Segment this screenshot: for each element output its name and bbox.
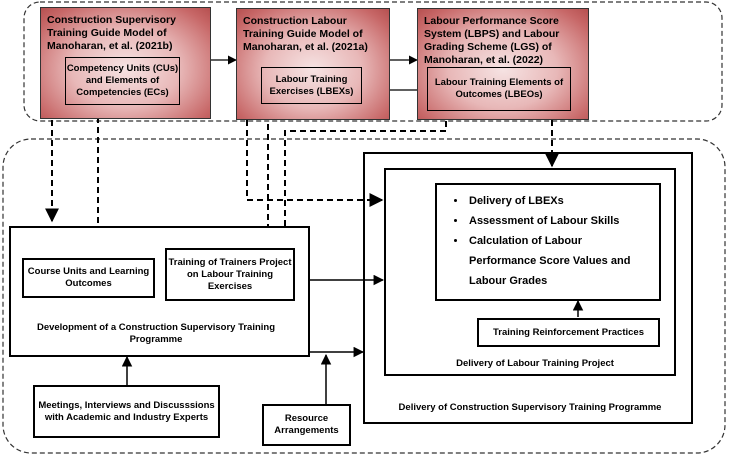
- activity-delivery-lbex: Delivery of LBEXs: [467, 191, 651, 211]
- course-units-box: Course Units and Learning Outcomes: [22, 258, 155, 298]
- reinforcement-box: Training Reinforcement Practices: [477, 318, 660, 347]
- labour-model-title: Construction Labour Training Guide Model…: [243, 15, 368, 53]
- activity-calculation: Calculation of Labour Performance Score …: [467, 231, 651, 291]
- lbeo-box: Labour Training Elements of Outcomes (LB…: [427, 67, 571, 111]
- trainers-project-box: Training of Trainers Project on Labour T…: [165, 248, 295, 301]
- trainers-project-label: Training of Trainers Project on Labour T…: [168, 256, 292, 292]
- reinforcement-label: Training Reinforcement Practices: [493, 326, 644, 338]
- top-dashed-group: [23, 1, 723, 122]
- programme-delivery-frame: [363, 152, 693, 424]
- delivery-activities-box: Delivery of LBEXs Assessment of Labour S…: [435, 183, 661, 301]
- bottom-dashed-group: [2, 138, 726, 454]
- dashed-labour-to-delivery: [246, 120, 384, 207]
- lbex-box: Labour Training Exercises (LBEXs): [261, 67, 362, 104]
- competency-units-label: Competency Units (CUs) and Elements of C…: [66, 63, 179, 98]
- supervisory-model-box: Construction Supervisory Training Guide …: [40, 7, 211, 119]
- supervisory-model-title: Construction Supervisory Training Guide …: [47, 14, 176, 52]
- project-delivery-frame: [384, 168, 676, 376]
- course-units-label: Course Units and Learning Outcomes: [27, 266, 150, 289]
- project-delivery-label: Delivery of Labour Training Project: [456, 358, 614, 369]
- lbeo-label: Labour Training Elements of Outcomes (LB…: [434, 77, 564, 100]
- resources-label: Resource Arrangements: [274, 413, 339, 436]
- lbps-model-box: Labour Performance Score System (LBPS) a…: [417, 8, 589, 120]
- activity-assessment: Assessment of Labour Skills: [467, 211, 651, 231]
- delivery-activities-list: Delivery of LBEXs Assessment of Labour S…: [445, 191, 651, 291]
- programme-delivery-label: Delivery of Construction Supervisory Tra…: [398, 402, 662, 413]
- lbps-model-title: Labour Performance Score System (LBPS) a…: [424, 15, 560, 66]
- meetings-label: Meetings, Interviews and Discusssions wi…: [38, 399, 215, 423]
- resources-box: Resource Arrangements: [262, 404, 351, 446]
- competency-units-box: Competency Units (CUs) and Elements of C…: [65, 57, 180, 105]
- meetings-box: Meetings, Interviews and Discusssions wi…: [33, 385, 220, 438]
- lbex-label: Labour Training Exercises (LBEXs): [269, 73, 354, 97]
- dashed-lbeo-to-trainers: [278, 111, 447, 245]
- development-label: Development of a Construction Supervisor…: [36, 322, 276, 345]
